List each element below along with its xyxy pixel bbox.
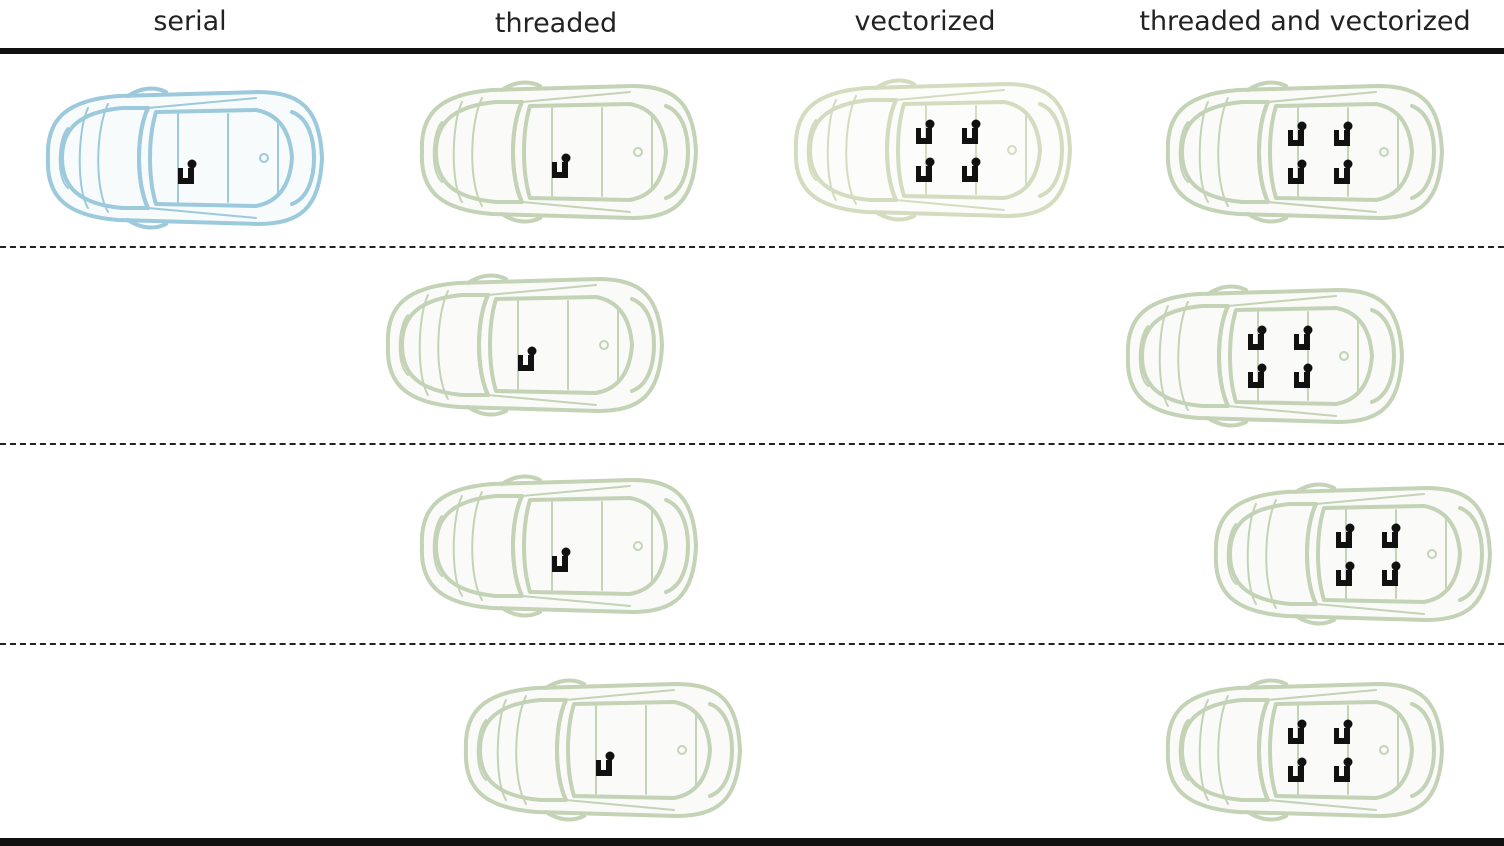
header-threaded: threaded	[494, 8, 618, 39]
driver-icon	[518, 346, 537, 371]
driver-icon	[1334, 121, 1353, 146]
driver-icon	[1288, 121, 1307, 146]
driver-icon	[1294, 325, 1313, 350]
lane-divider-2	[0, 443, 1504, 445]
car-top-view-icon	[1213, 482, 1492, 626]
car-threaded-and-vectorized-row-3	[1196, 474, 1496, 634]
driver-icon	[178, 159, 197, 184]
driver-icon	[962, 157, 981, 182]
car-threaded-and-vectorized-row-2	[1108, 276, 1408, 436]
driver-icon	[1288, 719, 1307, 744]
car-top-view-icon	[1165, 80, 1444, 224]
car-threaded-and-vectorized-row-1	[1148, 72, 1448, 232]
driver-icon	[1334, 757, 1353, 782]
car-top-view-icon	[1165, 678, 1444, 822]
driver-icon	[962, 119, 981, 144]
driver-icon	[1382, 523, 1401, 548]
driver-icon	[1294, 363, 1313, 388]
car-threaded-row-2	[368, 265, 668, 425]
car-top-view-icon	[419, 80, 698, 224]
driver-icon	[1334, 719, 1353, 744]
driver-icon	[916, 119, 935, 144]
car-top-view-icon	[793, 78, 1072, 222]
car-vectorized-row-1	[776, 70, 1076, 230]
car-top-view-icon	[1125, 284, 1404, 428]
car-threaded-row-1	[402, 72, 702, 232]
header-threaded-and-vectorized: threaded and vectorized	[1139, 6, 1471, 37]
car-serial-row-1	[28, 78, 328, 238]
car-top-view-icon	[419, 474, 698, 618]
driver-icon	[1288, 159, 1307, 184]
driver-icon	[1336, 561, 1355, 586]
driver-icon	[596, 751, 615, 776]
driver-icon	[1248, 363, 1267, 388]
car-threaded-row-4	[446, 670, 746, 830]
car-top-view-icon	[463, 678, 742, 822]
driver-icon	[552, 153, 571, 178]
driver-icon	[1248, 325, 1267, 350]
car-threaded-row-3	[402, 466, 702, 626]
car-top-view-icon	[45, 86, 324, 230]
driver-icon	[1334, 159, 1353, 184]
lane-divider-1	[0, 246, 1504, 248]
header-vectorized: vectorized	[854, 6, 996, 37]
header-serial: serial	[153, 6, 227, 37]
driver-icon	[552, 547, 571, 572]
driver-icon	[916, 157, 935, 182]
top-rule	[0, 48, 1504, 54]
lane-divider-3	[0, 643, 1504, 645]
driver-icon	[1288, 757, 1307, 782]
driver-icon	[1336, 523, 1355, 548]
car-threaded-and-vectorized-row-4	[1148, 670, 1448, 830]
driver-icon	[1382, 561, 1401, 586]
bottom-rule	[0, 838, 1504, 846]
car-top-view-icon	[385, 273, 664, 417]
